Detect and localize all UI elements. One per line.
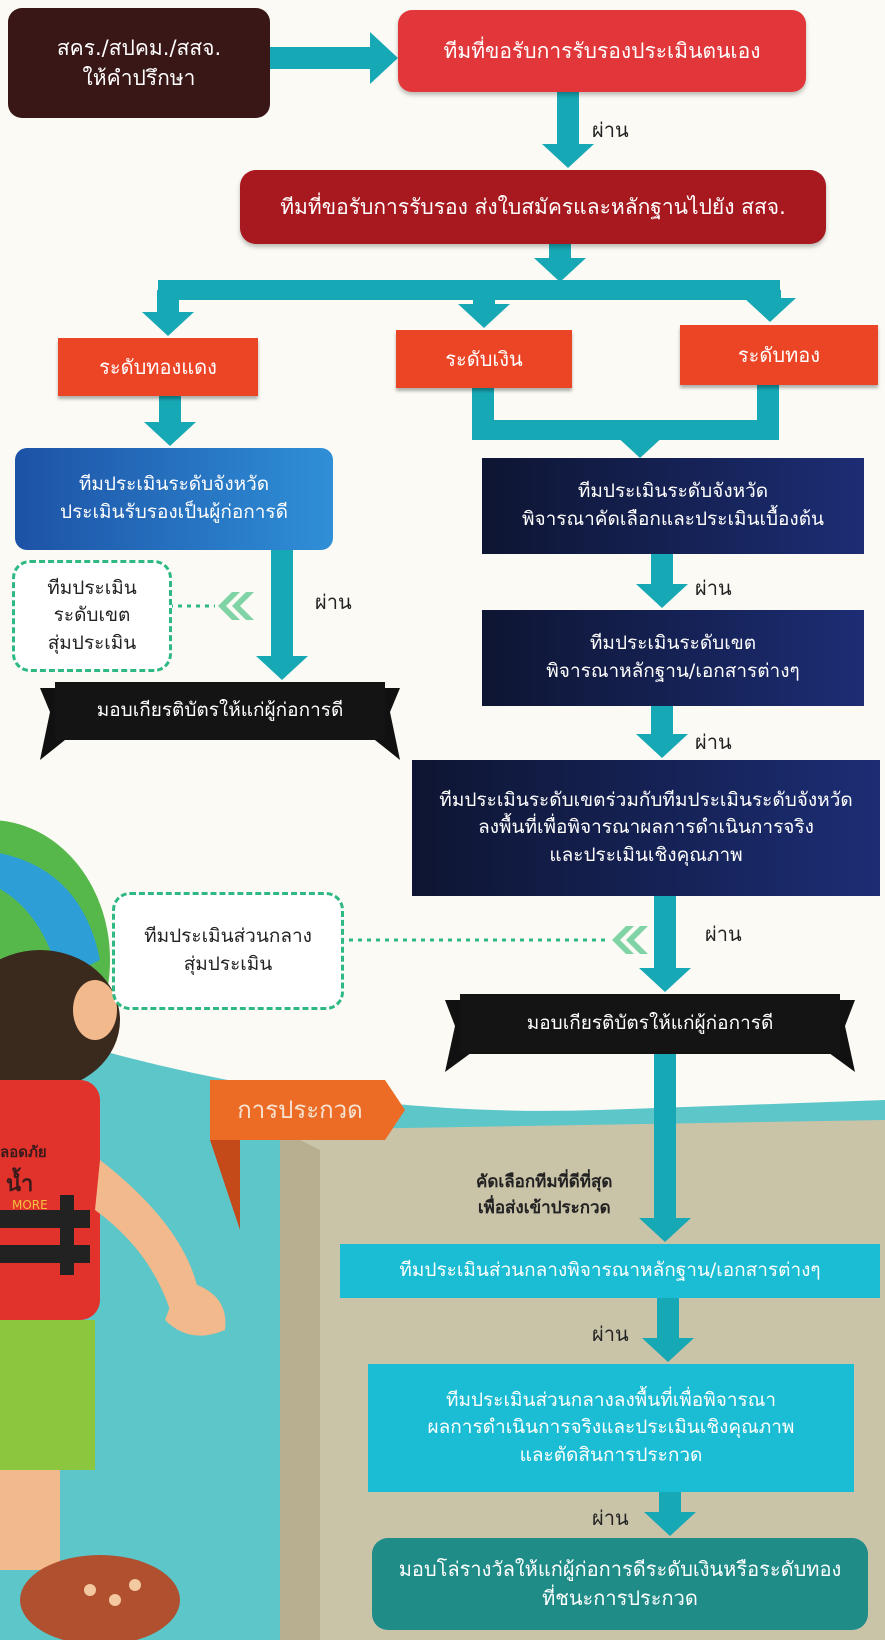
arrow-contest-2 <box>644 1492 696 1536</box>
level-gold: ระดับทอง <box>680 325 878 385</box>
pass-label-right-3: ผ่าน <box>705 922 742 946</box>
left-province-team-box: ทีมประเมินระดับจังหวัด ประเมินรับรองเป็น… <box>15 448 333 550</box>
contest-tag <box>210 1080 405 1140</box>
pass-label-right-1: ผ่าน <box>695 576 732 600</box>
arrow-left-to-cert <box>256 550 308 680</box>
arrow-right-1 <box>636 554 688 608</box>
arrow-to-bronze <box>142 290 194 336</box>
arrow-merge-bar <box>472 420 779 440</box>
pass-label-1: ผ่าน <box>592 118 629 142</box>
arrow-to-gold <box>744 290 796 322</box>
level-bronze: ระดับทองแดง <box>58 338 258 396</box>
arrow-right-2 <box>636 706 688 758</box>
pass-label-contest-1: ผ่าน <box>592 1322 629 1346</box>
arrow-to-silver <box>458 290 510 328</box>
advisors-box: สคร./สปคม./สสจ. ให้คำปรึกษา <box>8 8 270 118</box>
pass-label-contest-2: ผ่าน <box>592 1506 629 1530</box>
self-assess-box: ทีมที่ขอรับการรับรองประเมินตนเอง <box>398 10 806 92</box>
arrow-submit-down <box>534 244 586 282</box>
central-field-box: ทีมประเมินส่วนกลางลงพื้นที่เพื่อพิจารณา … <box>368 1364 854 1492</box>
right-province-team-box: ทีมประเมินระดับจังหวัด พิจารณาคัดเลือกแล… <box>482 458 864 554</box>
zone-random-box: ทีมประเมิน ระดับเขต สุ่มประเมิน <box>12 560 172 672</box>
arrow-self-to-submit <box>542 92 594 168</box>
vest-text-1: ลอดภัย <box>0 1143 47 1161</box>
contest-label: การประกวด <box>237 1095 363 1124</box>
award-box: มอบโล่รางวัลให้แก่ผู้ก่อการดีระดับเงินหร… <box>372 1538 868 1630</box>
vest-text-2: น้ำ <box>6 1172 34 1197</box>
right-zone-team-box: ทีมประเมินระดับเขต พิจารณาหลักฐาน/เอกสาร… <box>482 610 864 706</box>
select-best-label: คัดเลือกทีมที่ดีที่สุด เพื่อส่งเข้าประกว… <box>476 1172 613 1218</box>
arrow-branch-bar <box>158 280 780 300</box>
arrow-right-3 <box>639 896 691 992</box>
level-silver: ระดับเงิน <box>396 330 572 388</box>
pass-label-right-2: ผ่าน <box>695 730 732 754</box>
right-certificate-text: มอบเกียรติบัตรให้แก่ผู้ก่อการดี <box>526 1012 774 1035</box>
submit-box: ทีมที่ขอรับการรับรอง ส่งใบสมัครและหลักฐา… <box>240 170 826 244</box>
child-illustration <box>0 820 226 1640</box>
arrow-merge-down <box>614 430 666 458</box>
left-certificate-text: มอบเกียรติบัตรให้แก่ผู้ก่อการดี <box>96 699 344 722</box>
joint-team-box: ทีมประเมินระดับเขตร่วมกับทีมประเมินระดับ… <box>412 760 880 896</box>
central-docs-box: ทีมประเมินส่วนกลางพิจารณาหลักฐาน/เอกสารต… <box>340 1244 880 1298</box>
arrow-advisors-to-self <box>270 32 398 84</box>
ribbon-banner-right <box>445 994 855 1072</box>
arrow-to-contest <box>639 1054 691 1242</box>
arrow-contest-1 <box>642 1298 694 1362</box>
vest-text-3: MORE <box>12 1198 48 1212</box>
pass-label-left: ผ่าน <box>315 590 352 614</box>
ribbon-banner-left <box>40 682 400 760</box>
arrow-bronze-down <box>144 396 196 446</box>
central-random-box: ทีมประเมินส่วนกลาง สุ่มประเมิน <box>112 892 344 1010</box>
